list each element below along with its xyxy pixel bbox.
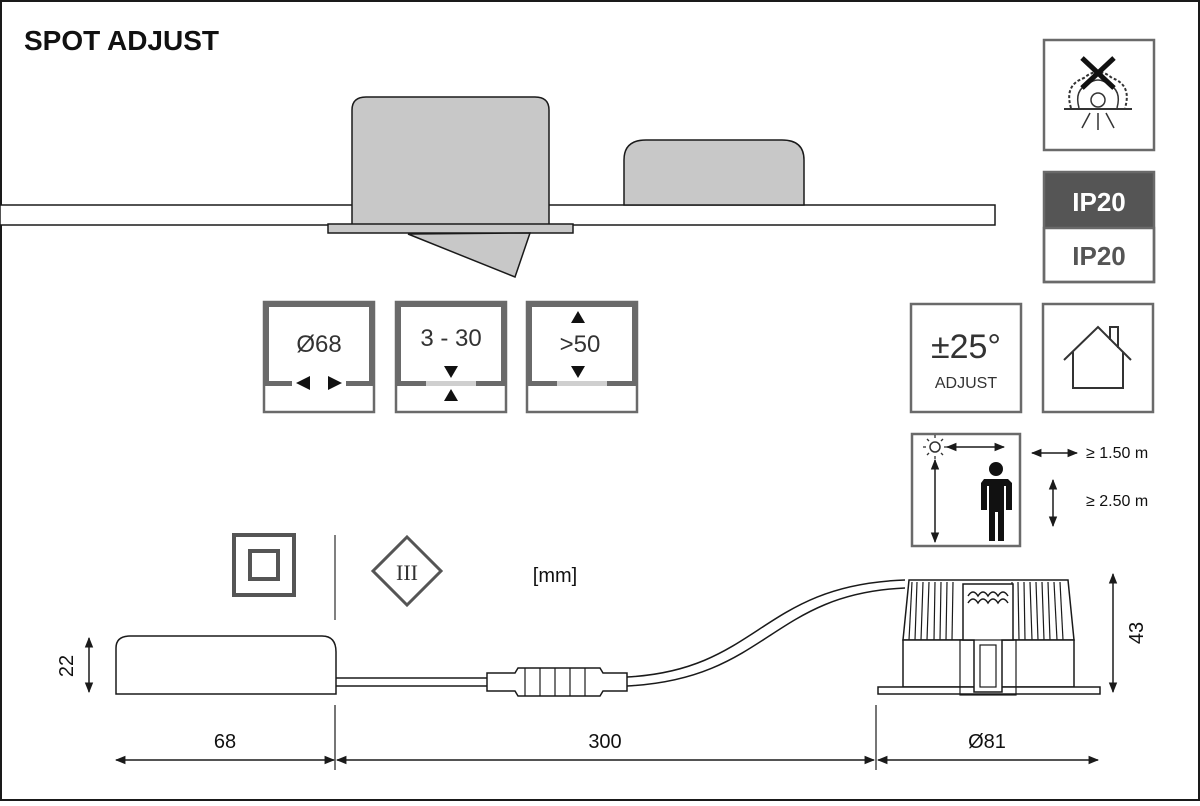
- unit-label: [mm]: [533, 565, 577, 587]
- luminaire-cable: [626, 579, 906, 678]
- cutout-diameter-box: Ø68: [262, 300, 376, 414]
- luminaire-height-label: 43: [1126, 622, 1148, 644]
- ceiling-thickness-box: 3 - 30: [394, 300, 508, 414]
- sun-icon: [923, 435, 947, 459]
- installation-depth-value: >50: [560, 331, 601, 358]
- ip-rating-box: IP20 IP20: [1042, 170, 1156, 284]
- cable-length-label: 300: [588, 731, 621, 753]
- driver-length-label: 68: [214, 731, 236, 753]
- horizontal-distance-label: ≥ 1.50 m: [1086, 445, 1148, 462]
- person-icon: [981, 462, 1012, 541]
- installation-depth-box: >50: [525, 300, 639, 414]
- beam-adjust-box: ±25° ADJUST: [909, 302, 1023, 414]
- class-iii-symbol: III: [396, 560, 418, 585]
- ceiling-thickness-value: 3 - 30: [420, 325, 481, 352]
- luminaire-trim: [327, 223, 574, 234]
- beam-adjust-value: ±25°: [931, 328, 1001, 366]
- driver-cable: [336, 677, 487, 687]
- no-thermal-cover-icon: [1042, 38, 1156, 152]
- class-ii-insulation-icon: [232, 533, 296, 597]
- luminaire-housing: [351, 96, 550, 227]
- ip-rating-bottom: IP20: [1072, 241, 1126, 271]
- driver-on-ceiling: [623, 139, 805, 206]
- driver-height-label: 22: [56, 655, 78, 677]
- page-title: SPOT ADJUST: [24, 25, 219, 56]
- cutout-diameter-value: Ø68: [296, 331, 341, 358]
- class-iii-icon: III: [370, 534, 444, 608]
- cable-connector: [486, 667, 628, 697]
- tilted-spot-head: [407, 232, 532, 278]
- vertical-distance-label: ≥ 2.50 m: [1086, 493, 1148, 510]
- luminaire-side-view: [877, 579, 1101, 696]
- installation-scene: [0, 96, 996, 278]
- ip-rating-top: IP20: [1072, 187, 1126, 217]
- indoor-house-icon: [1041, 302, 1155, 414]
- distance-box: [910, 432, 1022, 548]
- driver-box: [115, 635, 337, 695]
- luminaire-diameter-label: Ø81: [968, 731, 1006, 753]
- beam-adjust-label: ADJUST: [935, 375, 997, 392]
